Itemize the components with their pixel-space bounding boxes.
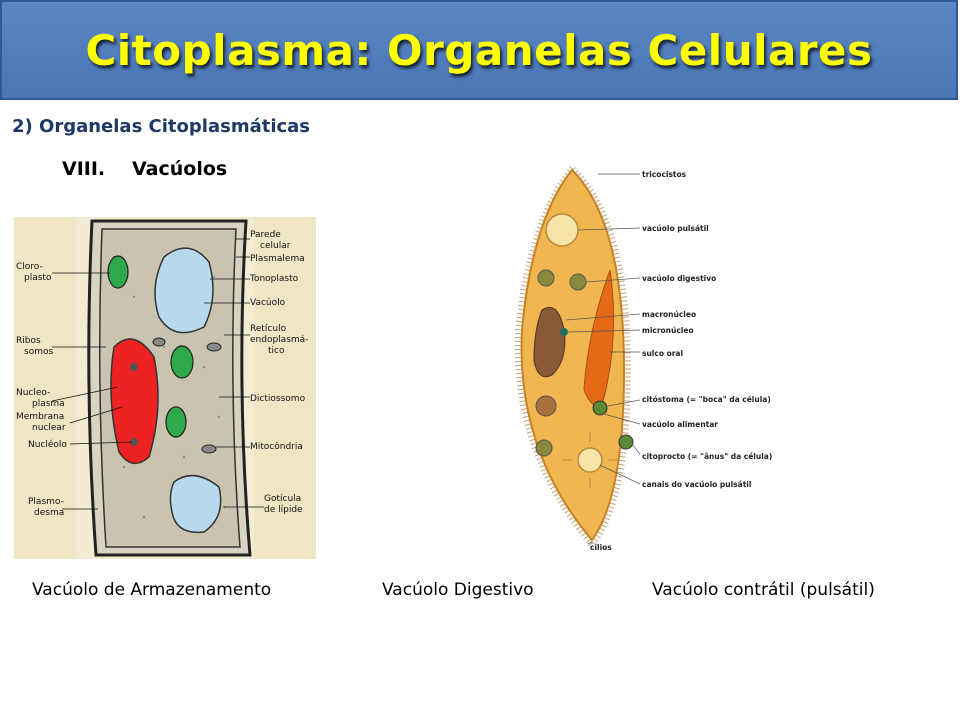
title-bar: Citoplasma: Organelas Celulares [0, 0, 958, 100]
label-canais-vacuolo: canais do vacúolo pulsátil [642, 480, 751, 489]
label-ribossomos-1: Ribos [16, 336, 41, 346]
label-macronucleo: macronúcleo [642, 310, 696, 319]
label-goticula-1: Gotícula [264, 494, 301, 504]
label-parede-1: Parede [250, 230, 281, 240]
label-reticulo-3: tico [268, 346, 285, 356]
plant-cell-figure: Cloro- plasto Ribos somos Nucleo- plasma… [14, 217, 316, 559]
label-micronucleo: micronúcleo [642, 326, 694, 335]
label-cilios: cílios [590, 543, 612, 552]
caption-contractile-vacuole: Vacúolo contrátil (pulsátil) [652, 580, 875, 600]
label-reticulo-1: Retículo [250, 324, 287, 334]
caption-storage-vacuole: Vacúolo de Armazenamento [32, 580, 272, 600]
label-ribossomos-2: somos [24, 347, 53, 357]
slide-title: Citoplasma: Organelas Celulares [85, 25, 873, 75]
subsection-heading: Vacúolos [132, 158, 228, 180]
paramecium-figure: tricocistos vacúolo pulsátil vacúolo dig… [514, 163, 772, 552]
label-citostoma: citóstoma (= "boca" da célula) [642, 395, 771, 404]
label-vacuolo-alimentar: vacúolo alimentar [642, 420, 718, 429]
label-nucleolo: Nucléolo [28, 439, 67, 450]
label-plasmodesma-1: Plasmo- [28, 497, 64, 507]
label-tricocistos: tricocistos [642, 170, 687, 179]
label-cloroplasto-2: plasto [24, 273, 52, 283]
label-citoprocto: citoprocto (= "ânus" da célula) [642, 452, 772, 461]
label-nucleoplasma-2: plasma [32, 399, 65, 409]
label-membrana-2: nuclear [32, 423, 66, 433]
label-plasmodesma-2: desma [34, 508, 64, 518]
label-vacuolo-digestivo: vacúolo digestivo [642, 274, 716, 283]
label-membrana-1: Membrana [16, 412, 64, 422]
label-dictiossomo: Dictiossomo [250, 394, 306, 404]
label-vacuolo: Vacúolo [250, 298, 286, 308]
section-heading: 2) Organelas Citoplasmáticas [12, 116, 311, 137]
subsection-number: VIII. [62, 158, 106, 180]
label-parede-2: celular [260, 241, 291, 251]
label-vacuolo-pulsatil: vacúolo pulsátil [642, 224, 709, 233]
label-nucleoplasma-1: Nucleo- [16, 388, 50, 398]
label-goticula-2: de lípide [264, 505, 303, 515]
label-plasmalema: Plasmalema [250, 254, 305, 264]
label-mitocondria: Mitocôndria [250, 441, 303, 452]
label-cloroplasto-1: Cloro- [16, 262, 43, 272]
caption-digestive-vacuole: Vacúolo Digestivo [382, 580, 534, 600]
label-reticulo-2: endoplasmá- [250, 335, 308, 345]
label-tonoplasto: Tonoplasto [249, 274, 299, 284]
label-sulco-oral: sulco oral [642, 349, 683, 358]
